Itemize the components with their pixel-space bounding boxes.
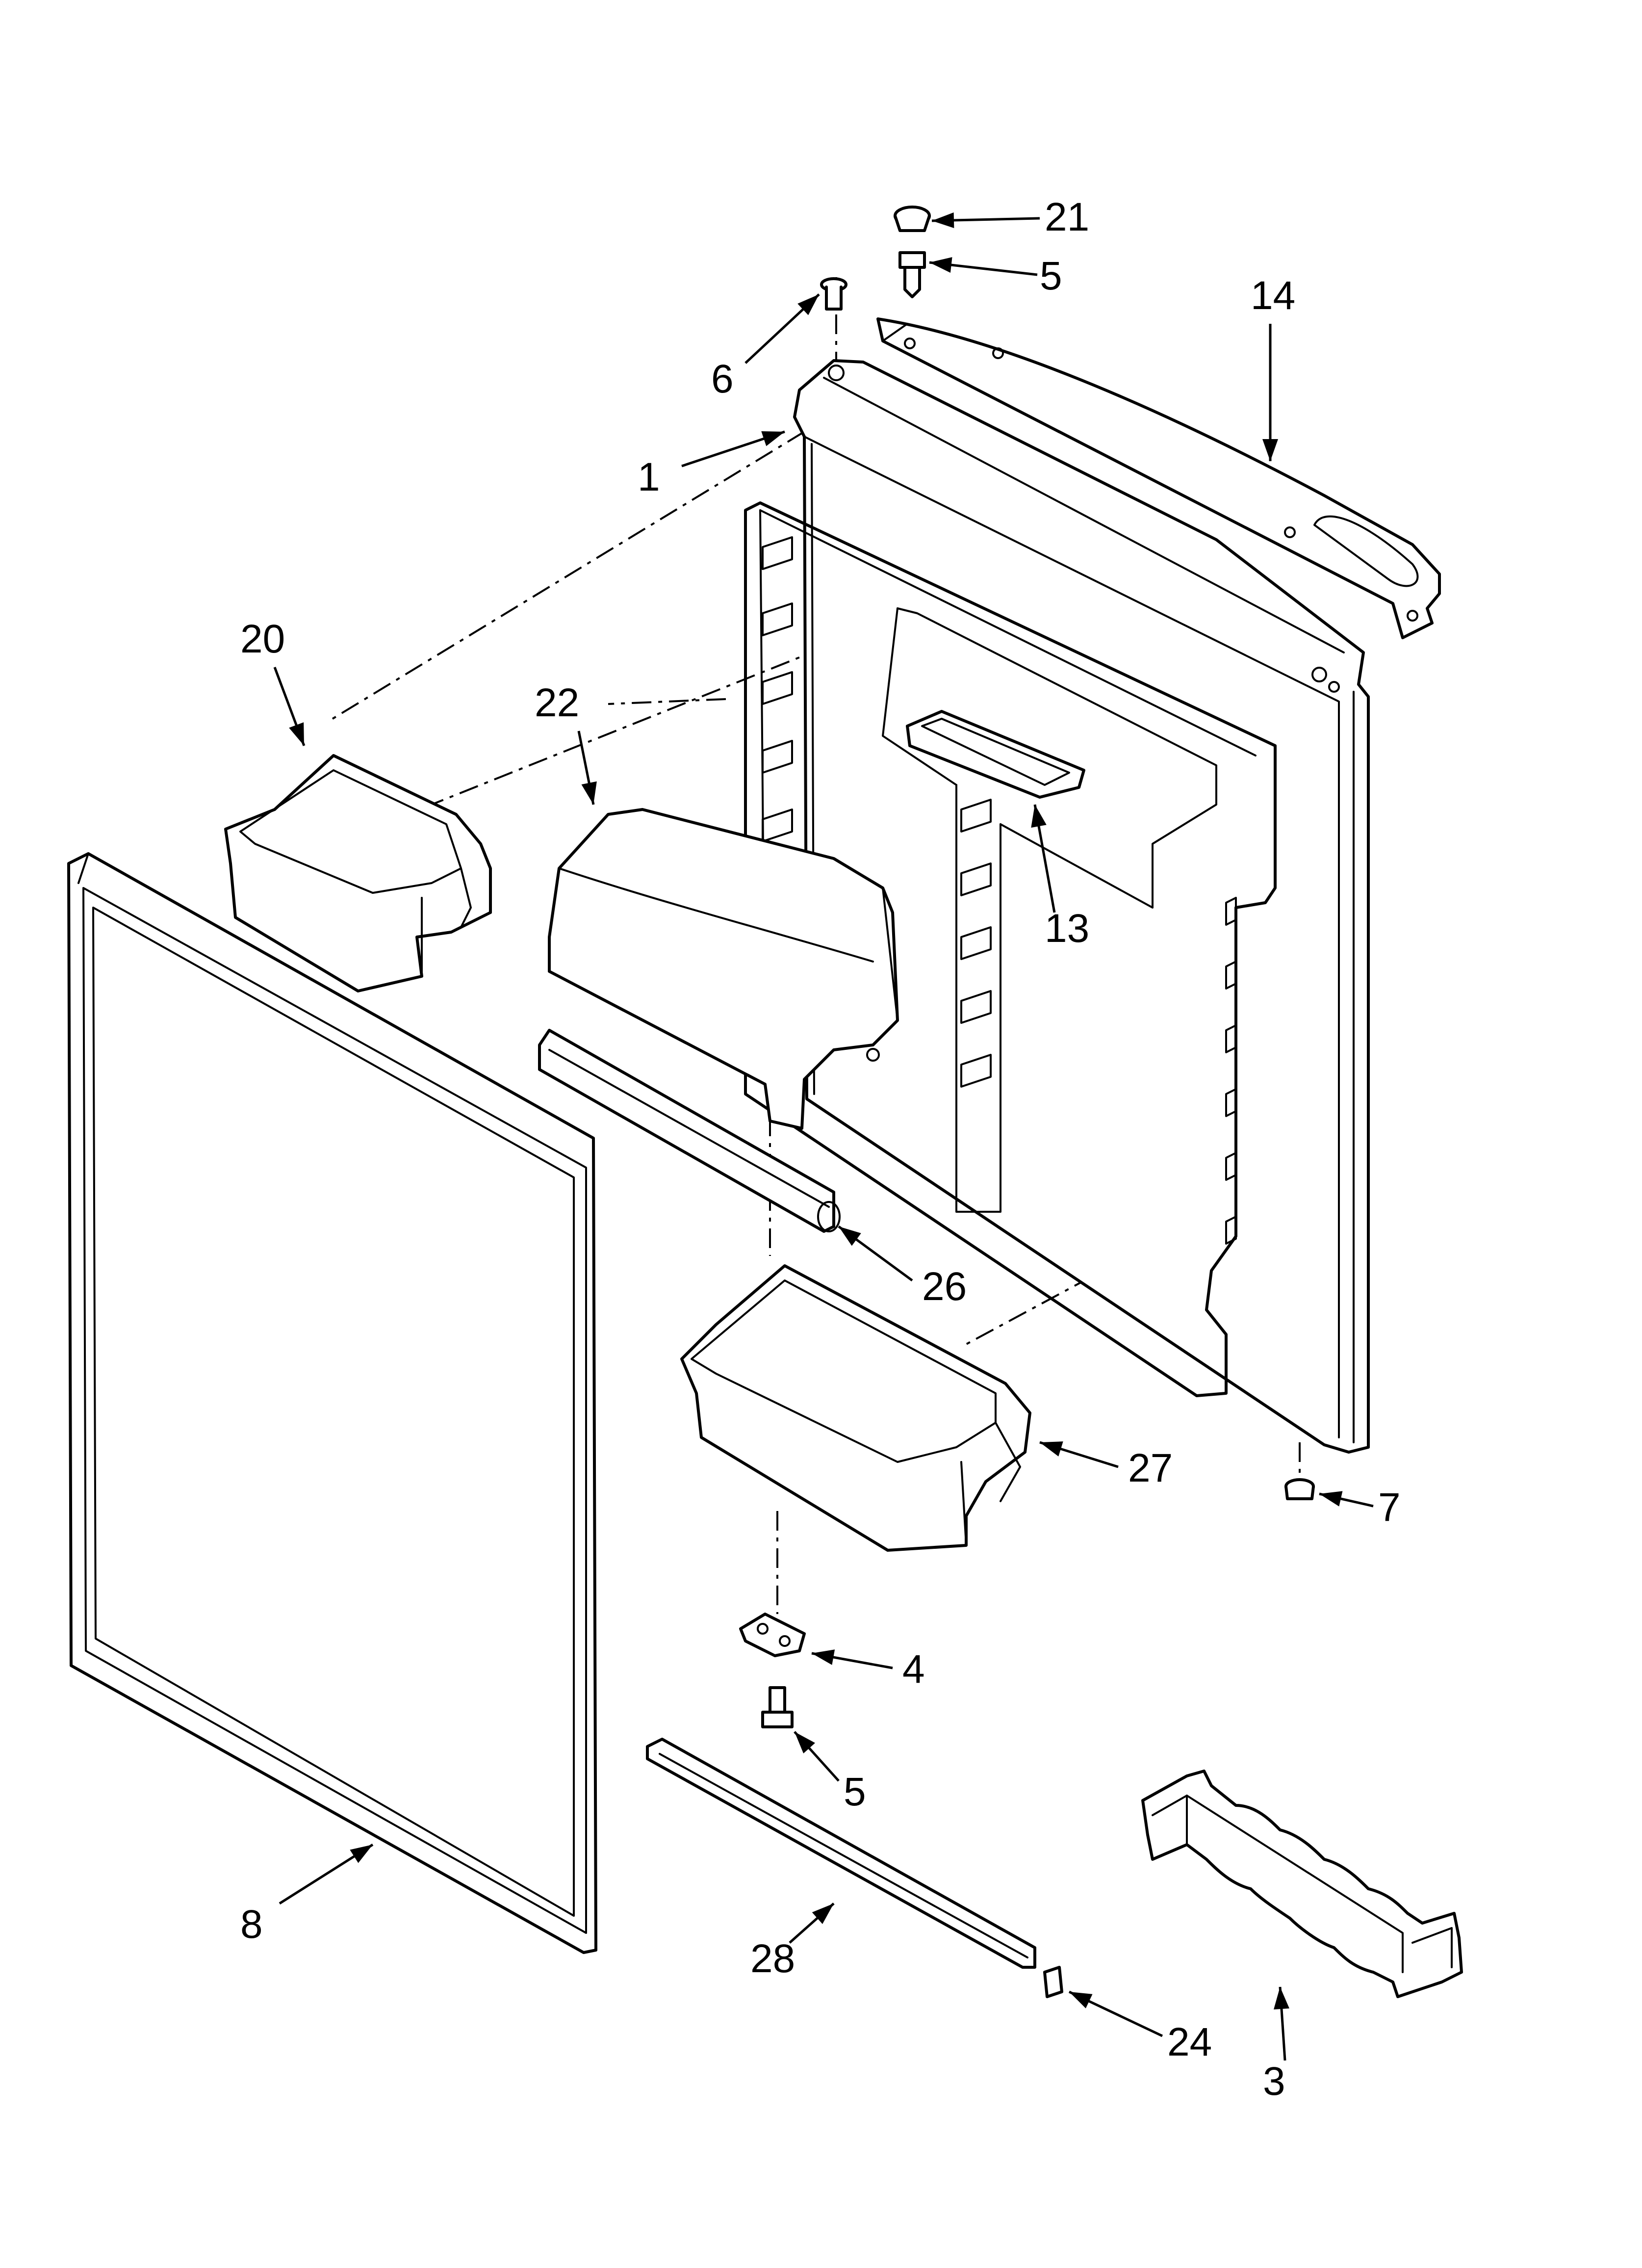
callout-8: 8: [240, 1902, 263, 1947]
arrowhead: [1262, 439, 1278, 461]
arrowhead: [812, 1903, 834, 1924]
arrowhead: [581, 781, 597, 805]
arrowhead: [1274, 1987, 1289, 2009]
door-bin-upper[interactable]: [224, 754, 492, 992]
hinge-bracket[interactable]: [739, 1613, 806, 1657]
leader-arrows: [273, 212, 1374, 2061]
callout-21: 24: [1167, 2020, 1212, 2064]
callout-5-top: 5: [1040, 254, 1062, 298]
callout-28: 28: [750, 1936, 795, 1981]
arrowhead: [797, 294, 819, 315]
callout-20: 20: [240, 617, 285, 661]
trim-strip-bottom[interactable]: [646, 1738, 1036, 1969]
callout-24: 21: [1045, 195, 1089, 239]
callout-6: 6: [711, 357, 734, 401]
bushing[interactable]: [1284, 1478, 1315, 1500]
arrowhead: [1031, 805, 1047, 828]
egg-tray[interactable]: [1141, 1770, 1463, 1998]
callout-27: 27: [1128, 1446, 1173, 1490]
screw-top[interactable]: [898, 251, 926, 298]
callout-5-bottom: 5: [844, 1770, 866, 1814]
arrowhead: [795, 1732, 815, 1754]
callout-4: 4: [902, 1647, 925, 1692]
arrowhead: [929, 257, 952, 273]
bar-retainer[interactable]: [538, 1029, 841, 1233]
end-cap[interactable]: [1043, 1966, 1063, 1998]
door-gasket[interactable]: [67, 852, 597, 1954]
arrowhead: [289, 722, 304, 746]
small-bin[interactable]: [906, 710, 1085, 799]
callout-1: 1: [638, 455, 660, 499]
arrowhead: [839, 1226, 861, 1246]
callout-13: 13: [1045, 906, 1089, 951]
door-bin-lower[interactable]: [680, 1264, 1031, 1552]
arrowhead: [761, 431, 785, 446]
callout-26: 26: [922, 1264, 967, 1309]
screw-bottom[interactable]: [761, 1686, 794, 1728]
callout-22: 22: [535, 680, 579, 725]
callout-labels: 21 5 14 6 1 20 22 13 26 27 7 4 5 8 28 24…: [240, 195, 1401, 2104]
door-stop-pin[interactable]: [820, 277, 847, 311]
plug[interactable]: [894, 206, 931, 232]
arrowhead: [350, 1845, 373, 1863]
callout-14: 14: [1251, 273, 1295, 318]
callout-7: 7: [1378, 1485, 1401, 1530]
door-trim-top[interactable]: [876, 317, 1441, 639]
door-liner[interactable]: [744, 359, 1370, 1454]
arrowhead: [812, 1649, 835, 1665]
arrowhead: [932, 212, 954, 228]
arrowhead: [1319, 1491, 1343, 1507]
arrowhead: [1040, 1441, 1063, 1457]
callout-3: 3: [1263, 2059, 1285, 2104]
dairy-door[interactable]: [548, 808, 899, 1130]
arrowhead: [1069, 1992, 1093, 2008]
